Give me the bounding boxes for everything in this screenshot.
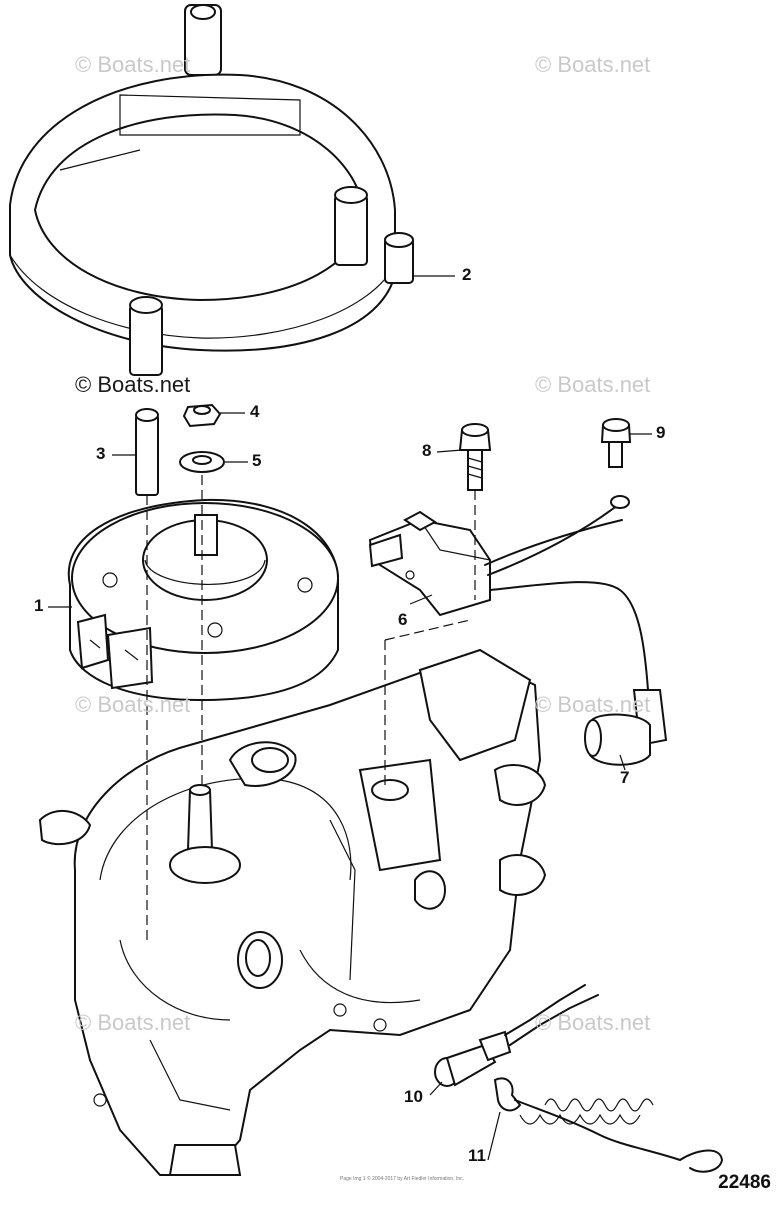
safety-lanyard xyxy=(493,1077,723,1173)
callout-8: 8 xyxy=(422,441,432,460)
washer xyxy=(179,451,225,473)
power-head-block xyxy=(38,648,547,1176)
watermark: © Boats.net xyxy=(535,1010,651,1035)
watermark: © Boats.net xyxy=(535,372,651,397)
ignition-coil xyxy=(368,495,649,691)
callout-7: 7 xyxy=(620,768,630,787)
alignment-lines xyxy=(146,475,476,940)
bolt-short xyxy=(600,418,632,468)
callout-5: 5 xyxy=(252,451,262,470)
footer-note: Page Img 1 © 2004-2017 by Art Fiedler In… xyxy=(340,1176,465,1182)
callout-2: 2 xyxy=(462,265,472,284)
watermark: © Boats.net xyxy=(535,52,651,77)
stator-assembly xyxy=(67,498,339,702)
stop-switch xyxy=(434,984,599,1087)
spacer-tube xyxy=(135,408,159,496)
nut xyxy=(182,403,222,428)
callout-9: 9 xyxy=(656,423,666,442)
watermark: © Boats.net xyxy=(75,52,191,77)
spark-plug-boot xyxy=(584,689,668,766)
callout-4: 4 xyxy=(250,402,260,421)
callout-11: 11 xyxy=(468,1146,486,1165)
callout-leaders xyxy=(48,275,652,1161)
figure-id: 22486 xyxy=(718,1172,771,1193)
callout-6: 6 xyxy=(398,610,408,629)
callout-10: 10 xyxy=(404,1087,423,1106)
watermark: © Boats.net xyxy=(75,372,191,397)
callout-1: 1 xyxy=(34,596,44,615)
watermark: © Boats.net xyxy=(75,692,191,717)
watermark: © Boats.net xyxy=(75,1010,191,1035)
callout-3: 3 xyxy=(96,444,106,463)
watermark: © Boats.net xyxy=(535,692,651,717)
stator-mount-ring xyxy=(9,4,414,376)
bolt-long xyxy=(458,423,492,491)
